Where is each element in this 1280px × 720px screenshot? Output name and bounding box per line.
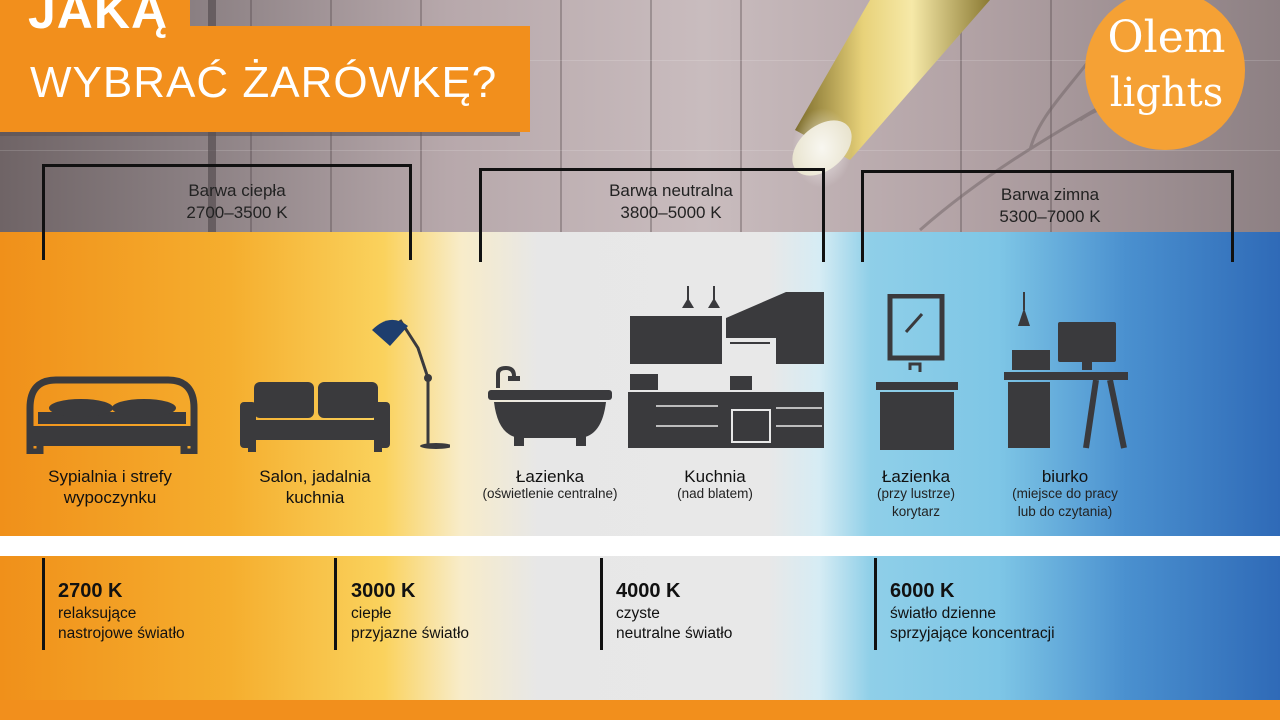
room-sub-line: (przy lustrze): [876, 486, 955, 501]
room-label-line: kuchnia: [285, 488, 345, 507]
temperature-marker: [874, 558, 877, 650]
warm-group-range: 2700–3500 K: [186, 203, 288, 222]
logo-text-lights: lights: [1109, 70, 1224, 116]
room-sub-kitchen: (nad blatem): [677, 486, 753, 501]
temperature-description: światło dzienne sprzyjające koncentracji: [890, 604, 1055, 644]
warm-group-name: Barwa ciepła: [188, 181, 286, 200]
brand-logo: [1085, 0, 1245, 150]
cool-group-label: Barwa zimna 5300–7000 K: [940, 184, 1160, 228]
separator: [0, 536, 1280, 556]
temperature-description: ciepłe przyjazne światło: [351, 604, 469, 644]
temperature-value: 3000 K: [351, 580, 416, 602]
room-sub-line: korytarz: [891, 504, 940, 519]
neutral-bracket: [479, 168, 825, 262]
temperature-value: 2700 K: [58, 580, 123, 602]
temperature-marker: [334, 558, 337, 650]
warm-bracket: [42, 164, 412, 260]
temperature-desc-line: przyjazne światło: [351, 625, 470, 642]
room-label-kitchen: Kuchnia: [640, 466, 790, 487]
logo-text-olem: Olem: [1107, 12, 1226, 63]
room-sub-line: (miejsce do pracy: [1012, 486, 1118, 501]
temperature-value: 6000 K: [890, 580, 955, 602]
neutral-group-range: 3800–5000 K: [620, 203, 722, 222]
temperature-desc-line: światło dzienne: [890, 605, 996, 622]
room-label-living: Salon, jadalnia kuchnia: [225, 466, 405, 508]
temperature-desc-line: relaksujące: [58, 605, 137, 622]
bathroom-sink-icon: [876, 294, 958, 450]
cool-group-range: 5300–7000 K: [999, 207, 1101, 226]
desk-icon: [1004, 292, 1128, 449]
title-line-1: JAKĄ: [28, 0, 169, 39]
room-label-desk: biurko: [990, 466, 1140, 487]
room-label-line: Kuchnia: [684, 467, 746, 486]
temperature-marker: [600, 558, 603, 650]
room-label-line: biurko: [1041, 467, 1089, 486]
temperature-marker: [42, 558, 45, 650]
room-sub-desk: (miejsce do pracy lub do czytania): [990, 485, 1140, 521]
title-background: [0, 26, 530, 132]
temperature-desc-line: nastrojowe światło: [58, 625, 185, 642]
bathtub-icon: [488, 366, 612, 446]
bed-icon: [26, 376, 198, 454]
room-label-bathroom-central: Łazienka: [470, 466, 630, 487]
temperature-desc-line: sprzyjające koncentracji: [890, 625, 1055, 642]
neutral-group-label: Barwa neutralna 3800–5000 K: [551, 180, 791, 224]
neutral-group-name: Barwa neutralna: [609, 181, 733, 200]
warm-group-label: Barwa ciepła 2700–3500 K: [127, 180, 347, 224]
room-sub-line: lub do czytania): [1017, 504, 1113, 519]
room-label-line: Sypialnia i strefy: [48, 467, 172, 486]
room-sub-bathroom-mirror: (przy lustrze) korytarz: [846, 485, 986, 521]
temperature-description: czyste neutralne światło: [616, 604, 732, 644]
temperature-desc-line: neutralne światło: [616, 625, 733, 642]
room-label-bedroom: Sypialnia i strefy wypoczynku: [20, 466, 200, 508]
temperature-desc-line: ciepłe: [351, 605, 392, 622]
cool-group-name: Barwa zimna: [1000, 185, 1100, 204]
temperature-desc-line: czyste: [616, 605, 660, 622]
kitchen-icon: [628, 286, 824, 448]
room-sub-bathroom-central: (oświetlenie centralne): [482, 486, 618, 501]
room-label-bathroom-mirror: Łazienka: [846, 466, 986, 487]
cool-bracket: [861, 170, 1234, 262]
title-line-2: WYBRAĆ ŻARÓWKĘ?: [30, 58, 498, 107]
room-label-line: Łazienka: [881, 467, 951, 486]
temperature-band: [0, 556, 1280, 700]
sofa-lamp-icon: [240, 319, 450, 452]
footer-bar: [0, 700, 1280, 720]
temperature-value: 4000 K: [616, 580, 681, 602]
room-label-line: Salon, jadalnia: [259, 467, 371, 486]
room-label-line: Łazienka: [515, 467, 585, 486]
temperature-description: relaksujące nastrojowe światło: [58, 604, 185, 644]
room-label-line: wypoczynku: [63, 488, 157, 507]
